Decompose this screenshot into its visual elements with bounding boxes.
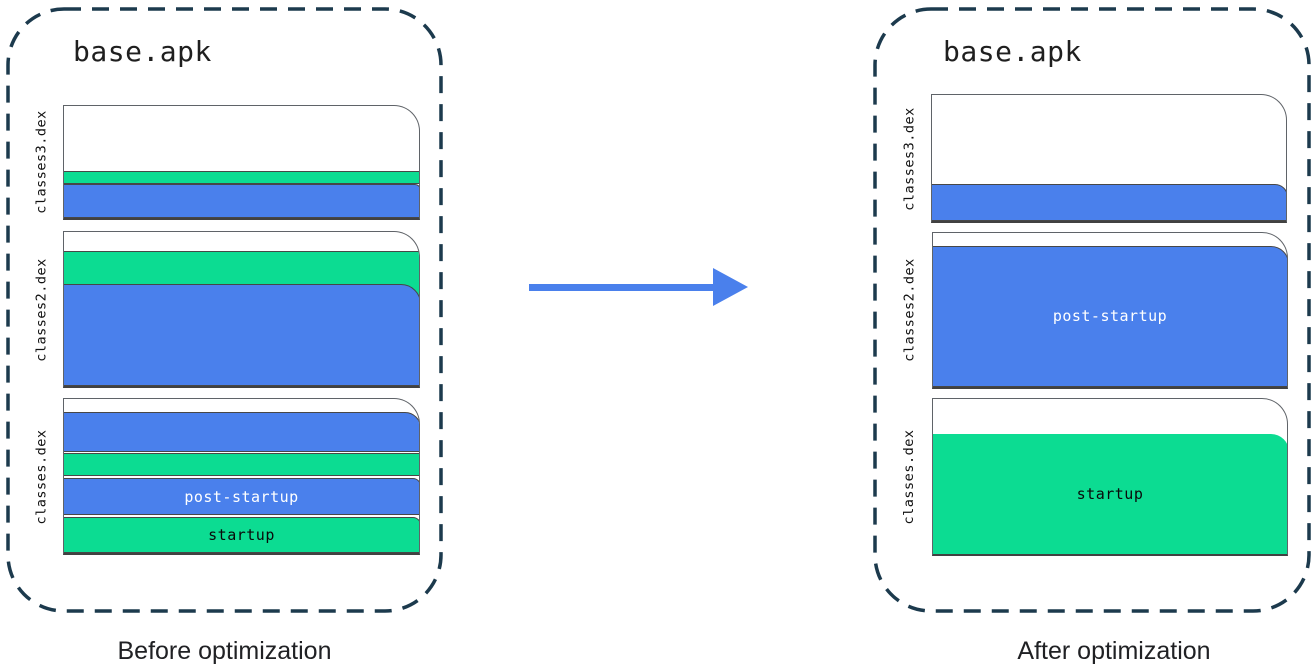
startup-code-band: startup [64,517,419,553]
post-startup-code-band: post-startup [933,245,1287,387]
apk-title: base.apk [943,35,1082,68]
after-panel: base.apk classes3.dex classes2.dex post-… [873,7,1311,613]
arrow-shaft [529,284,717,291]
before-caption: Before optimization [117,637,332,665]
before-panel: base.apk classes3.dex classes2.dex class… [6,7,444,613]
classes2-dex-label: classes2.dex [33,258,49,362]
post-startup-band-label: post-startup [184,487,299,506]
startup-code-band [64,170,419,184]
classes3-dex-label: classes3.dex [901,106,917,211]
classes2-dex-label: classes2.dex [901,258,917,362]
before-panel-outline [6,7,443,613]
after-caption: After optimization [1017,637,1211,665]
classes3-dex-label: classes3.dex [33,110,49,214]
classes3-dex-file [931,94,1287,223]
arrow-head [713,268,748,306]
startup-code-band [64,453,419,476]
classes2-dex-file [63,231,420,388]
post-startup-band-label: post-startup [1052,307,1168,326]
apk-title: base.apk [73,35,212,68]
post-startup-code-band: post-startup [64,478,419,515]
classes-dex-file: startup [932,398,1288,556]
classes-dex-label: classes.dex [901,429,917,525]
startup-band-label: startup [208,526,275,544]
post-startup-code-band [932,183,1286,221]
post-startup-code-band [64,183,419,218]
classes2-dex-file: post-startup [932,232,1288,389]
after-panel-outline [873,7,1311,613]
post-startup-code-band [64,284,419,386]
classes3-dex-file [63,105,420,220]
startup-code-band: startup [933,433,1287,554]
classes-dex-file: post-startup startup [63,398,420,555]
classes-dex-label: classes.dex [33,429,49,525]
startup-band-label: startup [1076,484,1144,503]
post-startup-code-band [64,411,419,452]
optimization-arrow-icon [529,268,749,307]
